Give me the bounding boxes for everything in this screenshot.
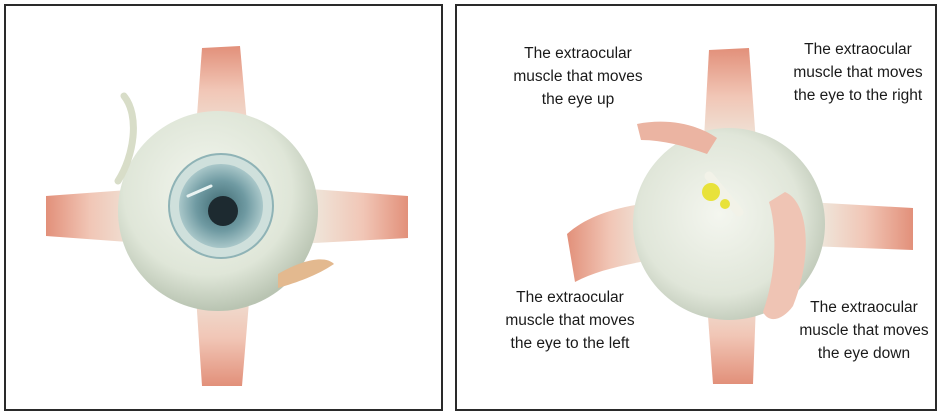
label-muscle-moves-eye-down: The extraocular muscle that moves the ey… xyxy=(794,296,934,365)
label-muscle-moves-eye-left: The extraocular muscle that moves the ey… xyxy=(497,286,643,355)
pupil xyxy=(208,196,238,226)
trochlea-highlight xyxy=(702,183,720,201)
label-muscle-moves-eye-up: The extraocular muscle that moves the ey… xyxy=(503,42,653,111)
front-view-eye-illustration xyxy=(6,6,441,409)
labelled-view-panel: The extraocular muscle that moves the ey… xyxy=(455,4,937,411)
tendon-insertion-highlight xyxy=(720,199,730,209)
front-view-panel xyxy=(4,4,443,411)
label-muscle-moves-eye-right: The extraocular muscle that moves the ey… xyxy=(783,38,933,107)
